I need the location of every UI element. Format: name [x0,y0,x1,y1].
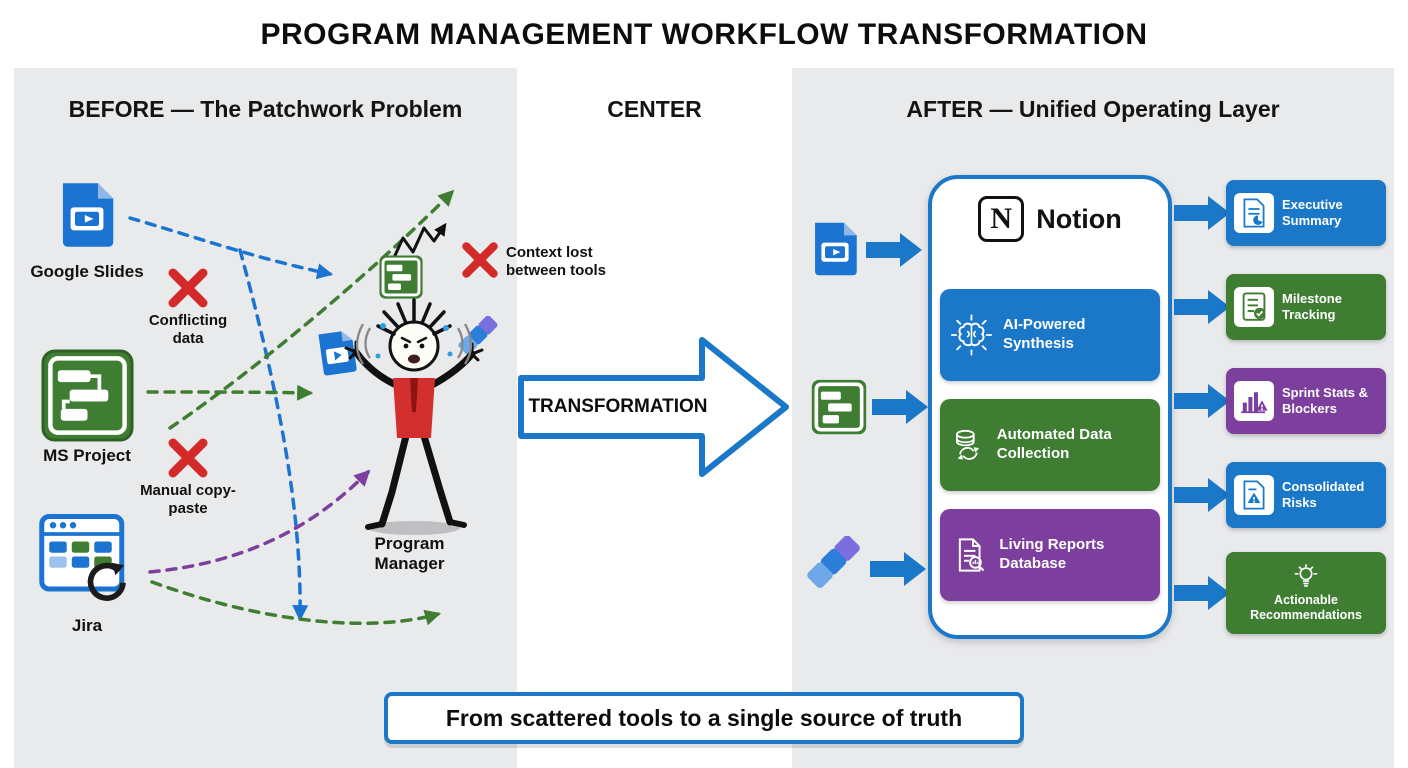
google-slides-icon [62,183,114,247]
icon-tile [1234,193,1274,233]
feature-label: AI-Powered Synthesis [1002,316,1086,352]
output-sprint-stats-blockers: Sprint Stats & Blockers [1226,368,1386,434]
bar-chart-alert-icon [1241,392,1268,414]
google-slides-mini-icon [318,331,357,376]
ms-project-icon [41,349,134,442]
brain-icon [950,314,993,356]
after-header: AFTER — Unified Operating Layer [906,96,1280,122]
output-arrow [1174,384,1230,418]
feature-ai-powered-synthesis: AI-Powered Synthesis [940,289,1160,381]
input-arrow [866,233,922,267]
feature-label: Automated Data Collection [996,426,1112,462]
red-x-icon [168,438,208,478]
output-label: Actionable Recommendations [1250,592,1362,622]
before-header: BEFORE — The Patchwork Problem [68,96,463,122]
output-arrow [1174,290,1230,324]
tool-label-jira: Jira [71,616,103,635]
tool-label-ms-project: MS Project [43,446,131,465]
icon-tile [1234,381,1274,421]
output-label: Milestone Tracking [1282,291,1342,322]
report-search-icon [958,538,985,572]
red-x-icon [168,268,208,308]
footer-text: From scattered tools to a single source … [445,704,963,731]
checklist-icon [1242,292,1266,321]
output-milestone-tracking: Milestone Tracking [1226,274,1386,340]
jira-board-icon [39,514,126,601]
output-actionable-recommendations: Actionable Recommendations [1226,552,1386,634]
notion-logo-icon: N [978,196,1025,242]
icon-tile [1234,475,1274,515]
problem-label-manual-copy-paste: Manual copy-paste [140,482,236,517]
document-alert-icon [1243,480,1265,510]
notion-logo-row: N Notion [928,196,1172,242]
lightbulb-icon [1294,563,1318,587]
output-label: Consolidated Risks [1282,479,1365,510]
stressed-person-illustration [344,298,484,535]
tool-label-google-slides: Google Slides [30,262,144,281]
document-pie-icon [1243,198,1265,228]
notion-name: Notion [1036,203,1122,234]
output-label: Sprint Stats & Blockers [1282,385,1368,416]
input-arrow [870,552,926,586]
problem-label-conflicting-data: Conflicting data [148,312,228,347]
page-title: PROGRAM MANAGEMENT WORKFLOW TRANSFORMATI… [260,18,1148,51]
output-arrow [1174,196,1230,230]
transformation-arrow-label: TRANSFORMATION [528,396,708,417]
footer-banner: From scattered tools to a single source … [384,692,1024,744]
feature-living-reports-database: Living Reports Database [940,509,1160,601]
icon-tile [1234,287,1274,327]
transformation-arrow [518,337,789,477]
person-label: Program Manager [374,534,445,574]
red-x-icon [462,242,498,278]
output-executive-summary: Executive Summary [1226,180,1386,246]
gantt-mini-icon [379,255,423,299]
output-arrow [1174,478,1230,512]
feature-automated-data-collection: Automated Data Collection [940,399,1160,491]
output-label: Executive Summary [1282,197,1343,228]
database-sync-icon [955,429,980,460]
gantt-icon [811,379,867,435]
feature-label: Living Reports Database [999,536,1105,572]
google-slides-icon [815,222,857,276]
input-arrow [872,390,928,424]
output-consolidated-risks: Consolidated Risks [1226,462,1386,528]
output-arrow [1174,576,1230,610]
problem-label-context-lost: Context lost between tools [506,244,607,279]
center-header: CENTER [607,96,702,122]
jira-logo-icon [807,536,860,589]
